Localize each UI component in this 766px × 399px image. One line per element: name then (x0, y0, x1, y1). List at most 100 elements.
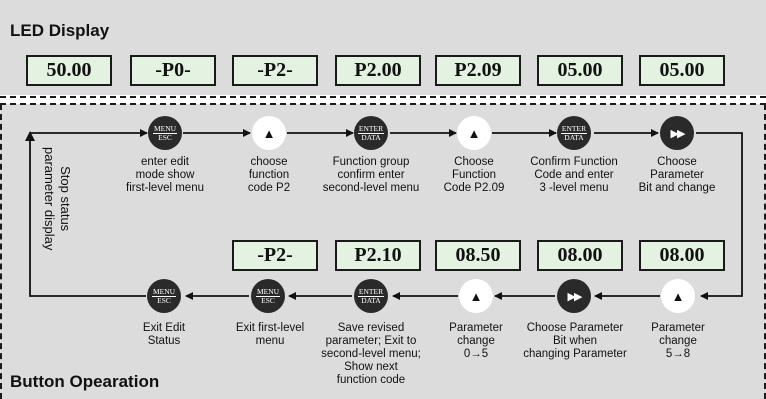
caption-line: Function group (332, 156, 410, 168)
caption-line: Parameter (449, 322, 503, 334)
step-caption: Confirm Function Code and enter 3 -level… (524, 156, 624, 195)
caption-line: 3 -level menu (539, 182, 609, 194)
key-top-label: MENU (151, 286, 177, 297)
step-caption: Function group confirm enter second-leve… (316, 156, 426, 195)
key-bottom-label: DATA (564, 132, 584, 142)
step-caption: Save revised parameter; Exit to second-l… (316, 322, 426, 387)
key-top-label: MENU (152, 123, 178, 134)
caption-line: confirm enter (337, 169, 405, 181)
step-caption: Choose Parameter Bit and change (632, 156, 722, 195)
button-operation-title: Button Opearation (10, 372, 160, 391)
caption-line: function code (336, 374, 406, 386)
led-value: 08.00 (537, 240, 623, 271)
step-caption: enter edit mode show first-level menu (125, 156, 205, 195)
key-bottom-label: ESC (158, 132, 172, 142)
caption-line: Bit and change (638, 182, 716, 194)
caption-line: menu (255, 335, 285, 347)
step-caption: Exit first-level menu (225, 322, 315, 348)
up-button[interactable]: ▲ (252, 116, 286, 150)
key-top-label: ENTER (560, 123, 588, 134)
up-arrow-icon: ▲ (467, 125, 481, 141)
led-value: 50.00 (26, 55, 112, 86)
caption-line: parameter; Exit to (325, 335, 417, 347)
key-bottom-label: DATA (361, 132, 381, 142)
caption-line: 5→8 (665, 348, 691, 360)
caption-line: Parameter (650, 169, 704, 181)
step-caption: Exit Edit Status (124, 322, 204, 348)
caption-line: mode show (135, 169, 195, 181)
step-caption: Choose Parameter Bit when changing Param… (522, 322, 628, 361)
caption-line: 0→5 (463, 348, 489, 360)
led-value: 05.00 (639, 55, 725, 86)
led-value: P2.00 (335, 55, 421, 86)
menu-esc-button[interactable]: MENU ESC (251, 279, 285, 313)
caption-line: first-level menu (126, 182, 204, 194)
caption-line: Function (451, 169, 497, 181)
caption-line: changing Parameter (523, 348, 627, 360)
menu-esc-button[interactable]: MENU ESC (148, 116, 182, 150)
stop-status-label: Stop status parameter display (41, 147, 73, 250)
up-arrow-icon: ▲ (671, 288, 685, 304)
led-value: P2.09 (435, 55, 521, 86)
caption-line: Code P2.09 (443, 182, 505, 194)
up-button[interactable]: ▲ (457, 116, 491, 150)
divider-bottom (0, 103, 766, 105)
key-top-label: ENTER (357, 123, 385, 134)
step-caption: Parameter change 0→5 (436, 322, 516, 361)
caption-line: change (659, 335, 697, 347)
caption-line: choose (250, 156, 288, 168)
double-arrow-icon: ▶▶ (567, 290, 583, 303)
led-display-title: LED Display (10, 21, 110, 40)
shift-button[interactable]: ▶▶ (660, 116, 694, 150)
caption-line: Show next (344, 361, 398, 373)
enter-data-button[interactable]: ENTER DATA (557, 116, 591, 150)
caption-line: Status (147, 335, 181, 347)
led-value: 08.50 (435, 240, 521, 271)
key-top-label: MENU (255, 286, 281, 297)
caption-line: Save revised (337, 322, 405, 334)
caption-line: Code and enter (534, 169, 614, 181)
caption-line: enter edit (141, 156, 189, 168)
enter-data-button[interactable]: ENTER DATA (354, 279, 388, 313)
up-arrow-icon: ▲ (262, 125, 276, 141)
led-value: 05.00 (537, 55, 623, 86)
menu-esc-button[interactable]: MENU ESC (147, 279, 181, 313)
up-button[interactable]: ▲ (661, 279, 695, 313)
divider-top (0, 96, 766, 98)
step-caption: choose function code P2 (229, 156, 309, 195)
caption-line: second-level menu (322, 182, 420, 194)
caption-line: Parameter (651, 322, 705, 334)
led-value: -P2- (232, 55, 318, 86)
key-bottom-label: DATA (361, 295, 381, 305)
key-top-label: ENTER (357, 286, 385, 297)
caption-line: Exit first-level (235, 322, 305, 334)
key-bottom-label: ESC (261, 295, 275, 305)
led-value: -P0- (130, 55, 216, 86)
step-caption: Choose Function Code P2.09 (429, 156, 519, 195)
shift-button[interactable]: ▶▶ (557, 279, 591, 313)
enter-data-button[interactable]: ENTER DATA (354, 116, 388, 150)
side-label-line: parameter display (42, 147, 57, 251)
key-bottom-label: ESC (157, 295, 171, 305)
up-arrow-icon: ▲ (469, 288, 483, 304)
caption-line: Choose (454, 156, 494, 168)
caption-line: second-level menu; (321, 348, 421, 360)
caption-line: code P2 (247, 182, 291, 194)
led-value: 08.00 (639, 240, 725, 271)
caption-line: Choose Parameter (526, 322, 624, 334)
up-button[interactable]: ▲ (459, 279, 493, 313)
right-border (764, 104, 766, 399)
led-value: -P2- (232, 240, 318, 271)
caption-line: function (248, 169, 290, 181)
led-value: P2.10 (335, 240, 421, 271)
caption-line: change (457, 335, 495, 347)
step-caption: Parameter change 5→8 (638, 322, 718, 361)
caption-line: Exit Edit (142, 322, 186, 334)
side-label-line: Stop status (58, 166, 73, 232)
caption-line: Choose (657, 156, 697, 168)
double-arrow-icon: ▶▶ (670, 127, 686, 140)
caption-line: Bit when (552, 335, 598, 347)
caption-line: Confirm Function (530, 156, 618, 168)
left-border (0, 104, 2, 399)
